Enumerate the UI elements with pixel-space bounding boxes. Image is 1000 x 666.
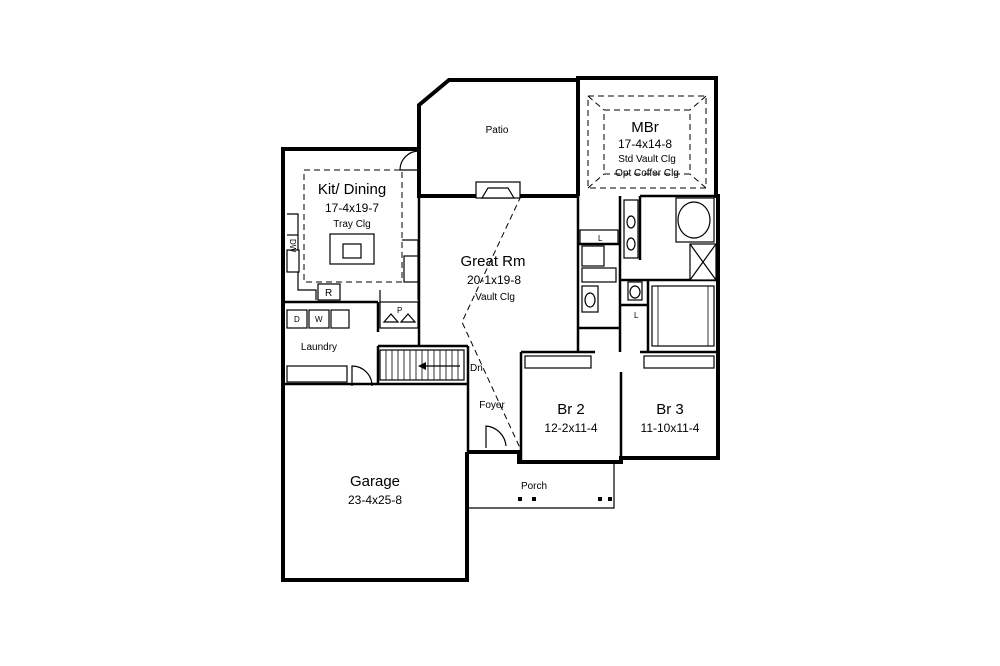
refrigerator-label: R bbox=[325, 288, 332, 299]
kitchen-note: Tray Clg bbox=[333, 219, 370, 230]
fireplace bbox=[475, 181, 521, 199]
laundry-door bbox=[351, 365, 373, 387]
br3-size: 11-10x11-4 bbox=[641, 421, 700, 435]
tray-ceiling bbox=[303, 169, 403, 283]
linen2-label: L bbox=[598, 234, 603, 243]
br3-name: Br 3 bbox=[656, 401, 684, 418]
washer-label: W bbox=[315, 315, 323, 324]
br2-size: 12-2x11-4 bbox=[544, 421, 597, 435]
refrigerator bbox=[317, 283, 341, 301]
linen1-label: L bbox=[634, 311, 639, 320]
kitchen-name: Kit/ Dining bbox=[318, 181, 386, 198]
interior-walls bbox=[283, 194, 718, 462]
mbr-note2: Opt Coffer Clg bbox=[615, 168, 679, 179]
stairs-down-label: Dn bbox=[470, 363, 483, 374]
great-room-name: Great Rm bbox=[460, 253, 525, 270]
dryer-label: D bbox=[294, 315, 300, 324]
foyer-label: Foyer bbox=[479, 400, 505, 411]
great-room-size: 20-1x19-8 bbox=[467, 273, 521, 287]
great-room-note: Vault Clg bbox=[475, 292, 515, 303]
master-bath bbox=[623, 197, 717, 301]
mbr-note1: Std Vault Clg bbox=[618, 154, 676, 165]
front-door bbox=[485, 425, 507, 448]
br2-name: Br 2 bbox=[557, 401, 585, 418]
hall-bath bbox=[579, 229, 619, 313]
kitchen-counters bbox=[286, 213, 419, 329]
pantry-label: P bbox=[397, 306, 402, 315]
stairs bbox=[379, 349, 465, 381]
coffer-ceiling bbox=[587, 95, 707, 189]
garage-name: Garage bbox=[350, 473, 400, 490]
patio-label: Patio bbox=[486, 125, 509, 136]
mbr-size: 17-4x14-8 bbox=[618, 137, 672, 151]
kitchen-patio-door bbox=[399, 150, 420, 171]
porch-label: Porch bbox=[521, 481, 547, 492]
garage-size: 23-4x25-8 bbox=[348, 493, 402, 507]
laundry-appliances bbox=[286, 309, 350, 383]
laundry-label: Laundry bbox=[301, 342, 337, 353]
mbr-name: MBr bbox=[631, 119, 659, 136]
kitchen-size: 17-4x19-7 bbox=[325, 201, 379, 215]
vault-lines bbox=[461, 195, 522, 449]
porch bbox=[467, 462, 615, 509]
closets bbox=[524, 285, 715, 369]
dishwasher-label: DW bbox=[288, 239, 297, 253]
